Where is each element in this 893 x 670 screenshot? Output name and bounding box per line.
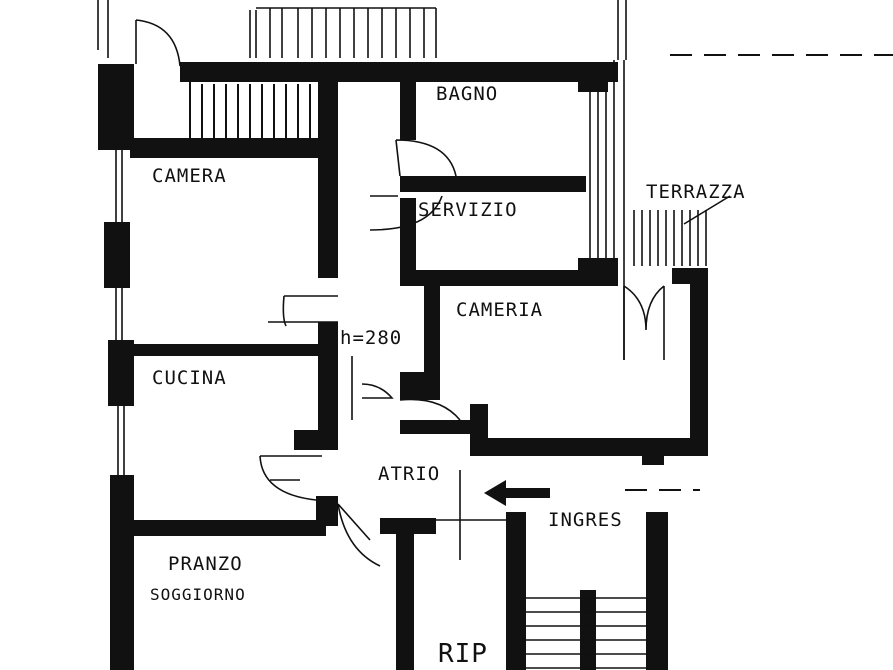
room-label-cameria: CAMERIA (456, 299, 543, 321)
walls (98, 62, 708, 670)
room-label-terrazza: TERRAZZA (646, 181, 746, 203)
room-label-rip: RIP (438, 639, 488, 669)
room-label-bagno: BAGNO (436, 83, 498, 105)
window-lines-left-facade (115, 150, 125, 475)
room-label-camera-left: CAMERA (152, 165, 227, 187)
interior-railing-top-left (189, 82, 311, 138)
door-swings (135, 19, 665, 567)
terrace-railing (589, 60, 731, 360)
room-label-servizio: SERVIZIO (418, 199, 518, 221)
ceiling-height-annotation: h=280 (340, 327, 402, 349)
room-label-ingresso: INGRES (548, 509, 623, 531)
room-label-soggiorno: SOGGIORNO (150, 585, 246, 604)
room-label-cucina: CUCINA (152, 367, 227, 389)
top-balcony-railing (97, 0, 627, 60)
staircase-steps (526, 597, 646, 669)
entrance-arrow-icon (484, 480, 550, 506)
room-label-atrio: ATRIO (378, 463, 440, 485)
room-label-pranzo: PRANZO (168, 553, 243, 575)
